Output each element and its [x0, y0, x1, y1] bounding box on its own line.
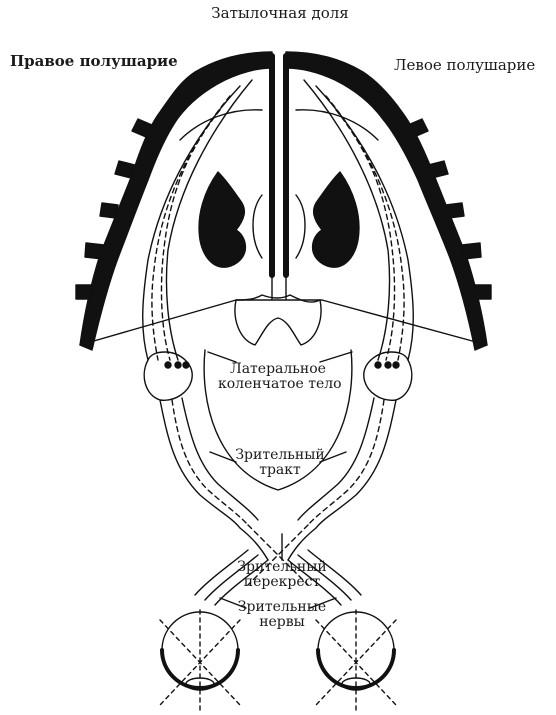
thalamus-outline: [235, 295, 321, 345]
left-hemisphere-label: Левое полушарие: [394, 58, 535, 74]
optic-chiasm-label-line1: Зрительный: [222, 560, 342, 575]
lgn-label: Латеральное коленчатое тело: [218, 362, 338, 391]
right-hemisphere-cortex: [80, 52, 272, 350]
right-hemisphere-label: Правое полушарие: [10, 54, 178, 70]
optic-chiasm-label-line2: перекрест: [222, 575, 342, 590]
optic-chiasm-label: Зрительный перекрест: [222, 560, 342, 589]
optic-tract-label-line2: тракт: [220, 463, 340, 478]
optic-tract-label-line1: Зрительный: [220, 448, 340, 463]
occipital-lobe-label: Затылочная доля: [200, 6, 360, 22]
optic-tract-label: Зрительный тракт: [220, 448, 340, 477]
right-lateral-ventricle: [199, 172, 245, 267]
lgn-label-line1: Латеральное: [218, 362, 338, 377]
right-lgn: [144, 352, 192, 400]
optic-nerves-label-line1: Зрительные: [222, 600, 342, 615]
left-lateral-ventricle: [313, 172, 359, 267]
lgn-label-line2: коленчатое тело: [218, 377, 338, 392]
optic-chiasm: [240, 528, 316, 560]
optic-nerves-label: Зрительные нервы: [222, 600, 342, 629]
optic-nerves-label-line2: нервы: [222, 615, 342, 630]
left-lgn: [364, 352, 412, 400]
